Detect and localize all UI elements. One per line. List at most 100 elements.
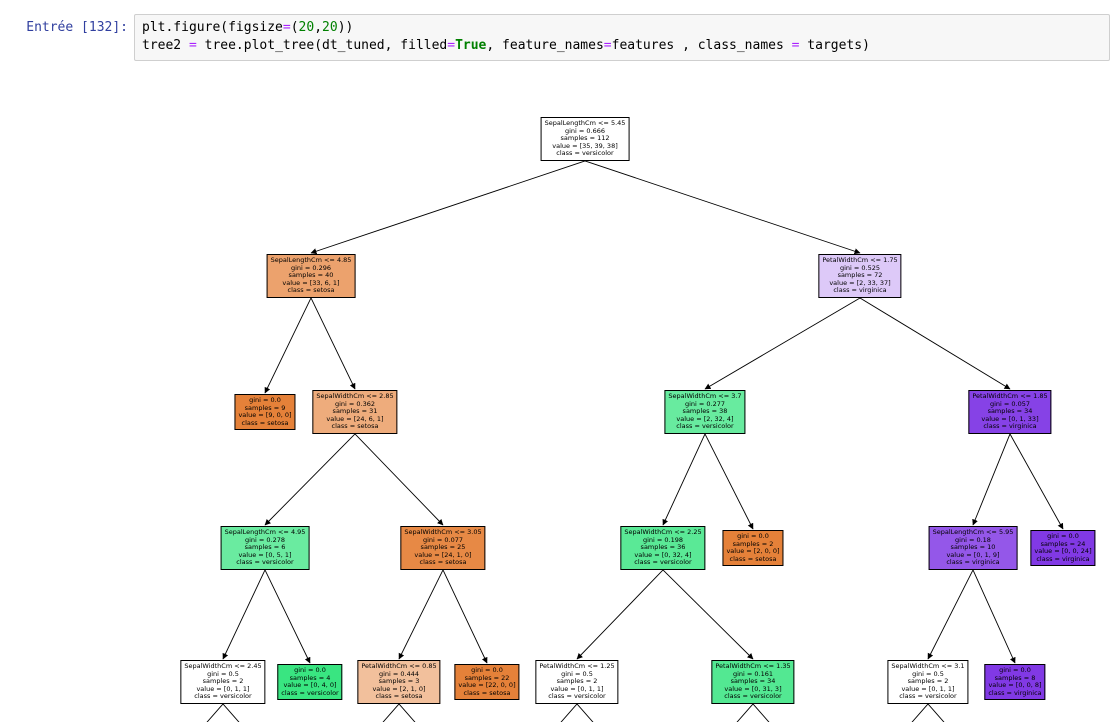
tree-node-line: samples = 3: [378, 677, 420, 686]
tree-node-line: samples = 2: [907, 677, 949, 686]
tree-node-line: value = [2, 33, 37]: [829, 278, 891, 287]
tree-node-line: gini = 0.278: [244, 535, 286, 544]
tree-node-line: SepalWidthCm <= 2.45: [184, 662, 262, 670]
tree-node-line: value = [0, 1, 1]: [196, 684, 250, 693]
code-token: features , class_names: [611, 38, 792, 53]
tree-node-line: value = [0, 0, 8]: [988, 681, 1042, 690]
tree-node-line: value = [24, 1, 0]: [414, 550, 472, 559]
tree-node-line: samples = 9: [244, 403, 286, 412]
tree-node-line: PetalWidthCm <= 1.35: [715, 662, 791, 670]
tree-node-line: class = versicolor: [556, 149, 614, 158]
tree-node-line: value = [0, 1, 33]: [981, 414, 1039, 423]
tree-node-line: class = virginica: [983, 422, 1037, 431]
tree-node-line: class = virginica: [946, 558, 1000, 567]
tree-node-line: class = versicolor: [899, 692, 957, 701]
tree-node-line: class = versicolor: [634, 558, 692, 567]
tree-node-line: class = versicolor: [194, 692, 252, 701]
tree-node-line: samples = 38: [682, 407, 728, 416]
tree-node-line: class = versicolor: [236, 558, 294, 567]
tree-node-line: samples = 4: [289, 673, 331, 682]
code-token: plt.figure(figsize: [142, 20, 283, 35]
code-token: 20: [298, 20, 315, 35]
tree-node-line: class = versicolor: [548, 692, 606, 701]
code-token: ,: [314, 20, 323, 35]
code-token: True: [455, 38, 487, 53]
code-token: =: [791, 38, 800, 53]
tree-node-line: gini = 0.525: [839, 263, 881, 272]
tree-node-line: samples = 2: [732, 539, 774, 548]
tree-node-line: value = [0, 32, 4]: [634, 550, 692, 559]
tree-node-line: samples = 24: [1040, 539, 1086, 548]
tree-node-line: gini = 0.077: [422, 535, 464, 544]
tree-node-line: value = [9, 0, 0]: [238, 411, 292, 420]
tree-node-line: value = [2, 1, 0]: [372, 684, 426, 693]
tree-node-line: SepalWidthCm <= 2.25: [624, 528, 702, 536]
tree-node-line: samples = 34: [730, 677, 776, 686]
tree-node-line: SepalWidthCm <= 3.1: [891, 662, 965, 670]
code-token: , feature_names: [486, 38, 604, 53]
tree-node-line: gini = 0.18: [955, 535, 991, 544]
tree-node-line: samples = 10: [950, 543, 996, 552]
notebook-cell: Entrée [132]: plt.figure(figsize=(20,20)…: [0, 14, 1110, 61]
tree-node-line: gini = 0.057: [989, 399, 1031, 408]
tree-node-line: value = [0, 31, 3]: [724, 684, 782, 693]
cell-prompt: Entrée [132]:: [26, 20, 128, 35]
code-token: tree2: [142, 38, 189, 53]
code-token: =: [603, 38, 612, 53]
tree-node-line: SepalLengthCm <= 4.95: [224, 528, 306, 536]
tree-node-line: gini = 0.0: [249, 396, 281, 404]
tree-node-line: gini = 0.198: [642, 535, 684, 544]
tree-node-line: samples = 36: [640, 543, 686, 552]
code-line: tree2 = tree.plot_tree(dt_tuned, filled=…: [142, 37, 1102, 55]
tree-node-line: class = setosa: [331, 422, 379, 431]
tree-node-line: class = setosa: [463, 688, 511, 697]
tree-node-line: gini = 0.0: [737, 532, 769, 540]
code-token: targets): [799, 38, 870, 53]
tree-node-line: gini = 0.5: [561, 669, 593, 678]
tree-node-line: class = setosa: [241, 418, 289, 427]
tree-node-line: gini = 0.0: [471, 666, 503, 674]
tree-node-line: class = versicolor: [281, 688, 339, 697]
code-token: 20: [322, 20, 338, 35]
tree-node-line: value = [0, 5, 1]: [238, 550, 292, 559]
tree-node-line: gini = 0.0: [999, 666, 1031, 674]
tree-node-line: value = [0, 0, 24]: [1034, 547, 1092, 556]
tree-node-line: value = [35, 39, 38]: [552, 141, 618, 150]
tree-node-line: gini = 0.666: [564, 126, 606, 135]
tree-node-line: samples = 112: [560, 134, 610, 143]
tree-node-line: samples = 22: [464, 673, 510, 682]
code-token: =: [447, 38, 456, 53]
tree-node-line: value = [0, 1, 9]: [946, 550, 1000, 559]
tree-node-line: class = setosa: [375, 692, 423, 701]
tree-node-line: samples = 34: [987, 407, 1033, 416]
tree-node-line: value = [24, 6, 1]: [326, 414, 384, 423]
code-input-area[interactable]: plt.figure(figsize=(20,20))tree2 = tree.…: [134, 14, 1110, 61]
tree-node-line: SepalWidthCm <= 3.05: [404, 528, 482, 536]
tree-node-line: gini = 0.0: [294, 666, 326, 674]
tree-node-line: class = virginica: [1036, 554, 1090, 563]
tree-node-line: PetalWidthCm <= 1.85: [972, 392, 1048, 400]
tree-node-line: value = [33, 6, 1]: [282, 278, 340, 287]
tree-node-line: SepalWidthCm <= 3.7: [668, 392, 742, 400]
tree-node-line: gini = 0.296: [290, 263, 332, 272]
code-token: )): [337, 20, 354, 35]
tree-node-line: SepalWidthCm <= 2.85: [316, 392, 394, 400]
tree-node-line: samples = 2: [556, 677, 598, 686]
code-token: =: [188, 38, 197, 53]
tree-node-line: value = [0, 1, 1]: [550, 684, 604, 693]
tree-node-line: SepalLengthCm <= 5.95: [932, 528, 1014, 536]
tree-node-line: class = setosa: [287, 286, 335, 295]
tree-node-line: PetalWidthCm <= 1.75: [822, 256, 898, 264]
